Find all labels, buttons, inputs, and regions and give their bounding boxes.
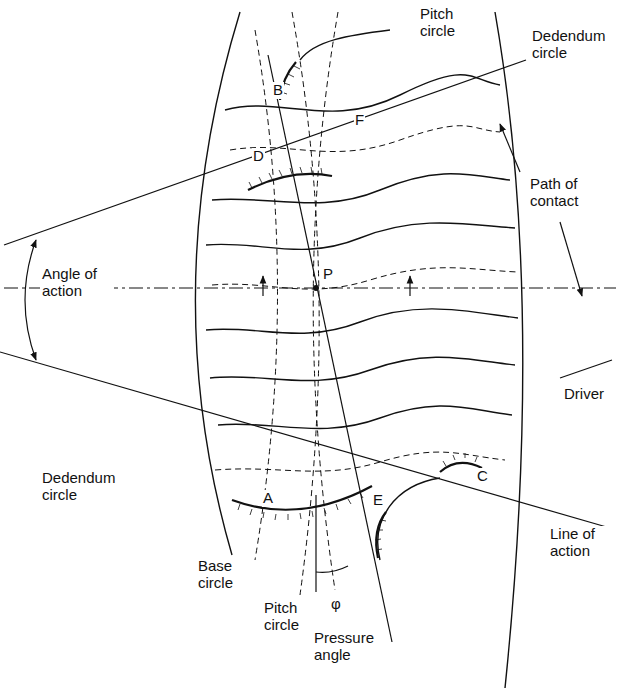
gear-outlines bbox=[195, 12, 522, 688]
point-letter: P bbox=[322, 266, 334, 283]
pitch-point bbox=[313, 285, 319, 291]
part-label: Angle of action bbox=[40, 266, 114, 300]
part-label: Dedendum circle bbox=[40, 470, 124, 504]
point-letter: E bbox=[372, 492, 384, 509]
part-label: Pitch circle bbox=[418, 6, 474, 40]
pitch-and-base-circles bbox=[212, 12, 518, 595]
part-label: Base circle bbox=[196, 558, 250, 592]
point-letter: φ bbox=[330, 596, 342, 613]
point-letter: B bbox=[272, 82, 284, 99]
part-label: Pitch circle bbox=[262, 600, 318, 634]
part-label: Line of action bbox=[548, 526, 614, 560]
part-label: Path of contact bbox=[528, 176, 594, 210]
lines-of-action bbox=[0, 55, 616, 642]
dedendum-arcs bbox=[232, 62, 482, 558]
part-label: Driver bbox=[562, 386, 606, 403]
point-letter: A bbox=[262, 490, 274, 507]
part-label: Dedendum circle bbox=[530, 28, 614, 62]
point-letter: D bbox=[252, 148, 265, 165]
point-letter: F bbox=[354, 112, 365, 129]
point-letter: C bbox=[476, 468, 489, 485]
part-label: Pressure angle bbox=[312, 630, 388, 664]
